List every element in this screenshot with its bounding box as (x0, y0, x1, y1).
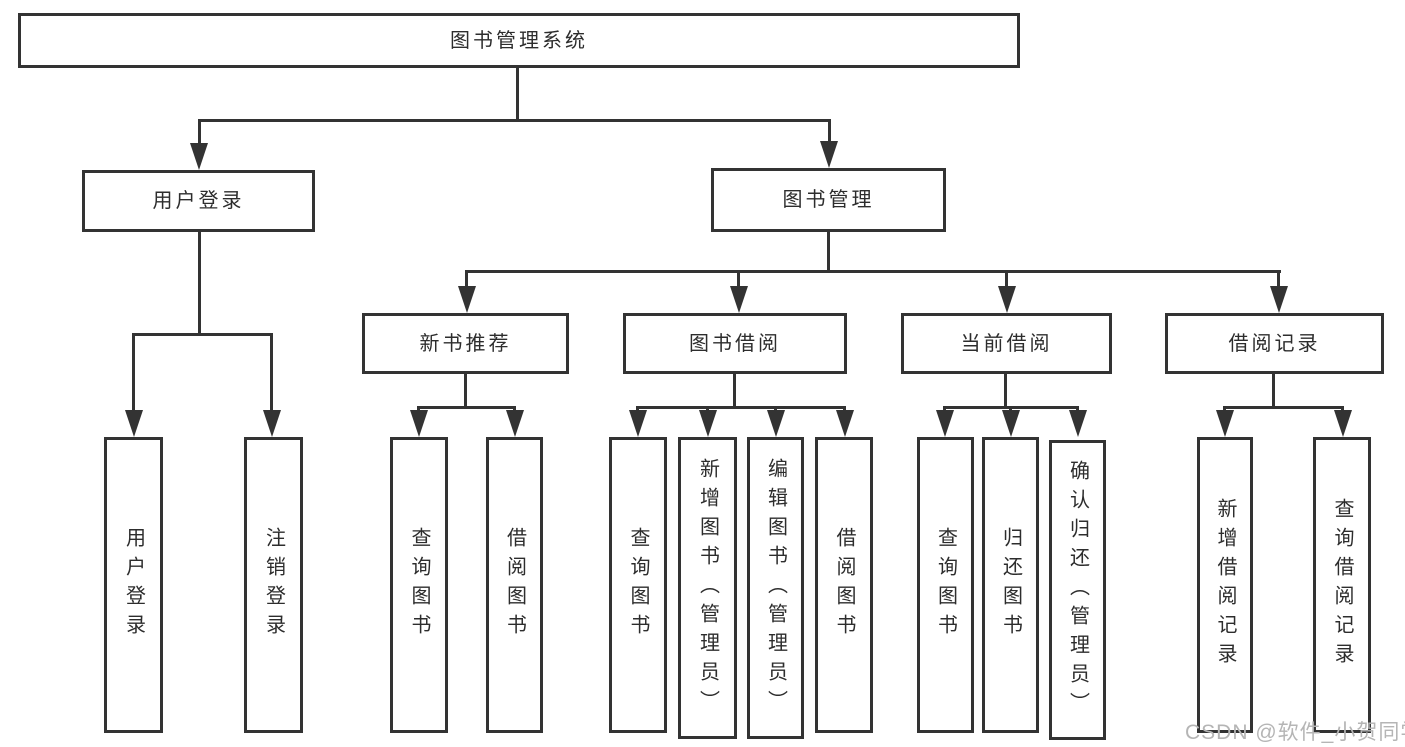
node-leaf-recommend-query-book: 查询图书 (390, 437, 448, 733)
node-leaf-current-query-book: 查询图书 (917, 437, 974, 733)
arrowhead-icon (506, 410, 524, 437)
node-leaf-add-borrow-record: 新增借阅记录 (1197, 437, 1253, 733)
connector-line (827, 232, 830, 273)
node-current-borrow: 当前借阅 (901, 313, 1112, 374)
arrowhead-icon (767, 410, 785, 437)
connector-line (1004, 374, 1007, 409)
node-user-login: 用户登录 (82, 170, 315, 232)
connector-line (465, 270, 1281, 273)
node-borrow-record-label: 借阅记录 (1228, 332, 1321, 355)
arrowhead-icon (936, 410, 954, 437)
node-leaf-borrow-book-label: 借阅图书 (833, 527, 855, 643)
node-leaf-borrow-book: 借阅图书 (815, 437, 873, 733)
node-leaf-borrow-query-book-label: 查询图书 (627, 527, 649, 643)
csdn-watermark: CSDN @软件_小贺同学 (1185, 721, 1405, 744)
node-leaf-user-login: 用户登录 (104, 437, 163, 733)
connector-line (1005, 270, 1008, 288)
arrowhead-icon (998, 286, 1016, 313)
node-root-label: 图书管理系统 (450, 29, 588, 52)
node-leaf-add-book-admin-label: 新增图书（管理员） (696, 457, 719, 719)
arrowhead-icon (263, 410, 281, 437)
node-leaf-add-book-admin: 新增图书（管理员） (678, 437, 737, 739)
connector-line (464, 374, 467, 409)
node-new-book-recommend: 新书推荐 (362, 313, 569, 374)
arrowhead-icon (699, 410, 717, 437)
node-leaf-add-borrow-record-label: 新增借阅记录 (1214, 498, 1236, 672)
node-leaf-query-borrow-record: 查询借阅记录 (1313, 437, 1371, 733)
node-borrow-record: 借阅记录 (1165, 313, 1384, 374)
node-book-management-label: 图书管理 (782, 189, 875, 211)
arrowhead-icon (1069, 410, 1087, 437)
arrowhead-icon (125, 410, 143, 437)
node-leaf-logout: 注销登录 (244, 437, 303, 733)
node-book-management: 图书管理 (711, 168, 946, 232)
arrowhead-icon (1334, 410, 1352, 437)
connector-line (132, 333, 273, 336)
connector-line (636, 406, 846, 409)
connector-line (1277, 270, 1280, 288)
node-leaf-confirm-return-admin-label: 确认归还（管理员） (1066, 459, 1089, 721)
node-new-book-recommend-label: 新书推荐 (419, 332, 512, 355)
connector-line (737, 270, 740, 288)
node-book-borrow: 图书借阅 (623, 313, 847, 374)
connector-line (828, 119, 831, 145)
connector-line (198, 119, 201, 147)
connector-line (417, 406, 516, 409)
connector-line (132, 333, 135, 412)
connector-line (465, 270, 468, 288)
node-leaf-borrow-query-book: 查询图书 (609, 437, 667, 733)
arrowhead-icon (629, 410, 647, 437)
connector-line (516, 68, 519, 122)
arrowhead-icon (836, 410, 854, 437)
arrowhead-icon (1002, 410, 1020, 437)
node-leaf-return-book: 归还图书 (982, 437, 1039, 733)
node-leaf-current-query-book-label: 查询图书 (934, 527, 957, 643)
node-leaf-confirm-return-admin: 确认归还（管理员） (1049, 440, 1106, 740)
node-leaf-logout-label: 注销登录 (262, 527, 285, 643)
arrowhead-icon (458, 286, 476, 313)
node-current-borrow-label: 当前借阅 (960, 332, 1053, 355)
node-leaf-recommend-borrow-book: 借阅图书 (486, 437, 543, 733)
connector-line (198, 232, 201, 335)
arrowhead-icon (1216, 410, 1234, 437)
arrowhead-icon (730, 286, 748, 313)
connector-line (1272, 374, 1275, 409)
arrowhead-icon (190, 143, 208, 170)
connector-line (1223, 406, 1344, 409)
node-leaf-query-borrow-record-label: 查询借阅记录 (1331, 498, 1353, 672)
node-leaf-recommend-query-book-label: 查询图书 (408, 527, 430, 643)
node-leaf-edit-book-admin-label: 编辑图书（管理员） (764, 457, 787, 719)
node-leaf-recommend-borrow-book-label: 借阅图书 (503, 527, 526, 643)
node-user-login-label: 用户登录 (152, 190, 245, 212)
arrowhead-icon (820, 141, 838, 168)
arrowhead-icon (410, 410, 428, 437)
connector-line (198, 119, 831, 122)
node-book-borrow-label: 图书借阅 (689, 332, 781, 355)
node-leaf-user-login-label: 用户登录 (122, 527, 145, 643)
connector-line (733, 374, 736, 409)
connector-line (270, 333, 273, 412)
node-leaf-edit-book-admin: 编辑图书（管理员） (747, 437, 804, 739)
node-leaf-return-book-label: 归还图书 (999, 527, 1022, 643)
arrowhead-icon (1270, 286, 1288, 313)
node-root: 图书管理系统 (18, 13, 1020, 68)
